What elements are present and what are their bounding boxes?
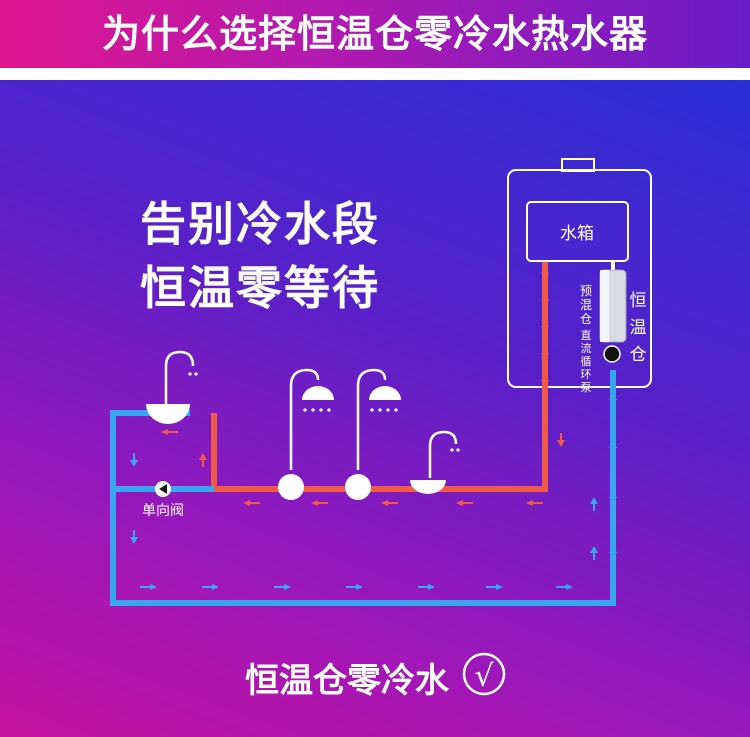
check-valve-label: 单向阀 bbox=[142, 503, 184, 519]
slogan-line-2: 恒温零等待 bbox=[140, 261, 380, 315]
chamber-char-1: 恒 bbox=[630, 291, 647, 311]
faucet-1-spout bbox=[164, 350, 195, 404]
check-mark: √ bbox=[474, 659, 494, 694]
pump-char-1: 直 bbox=[581, 328, 592, 342]
pump-char-5: 泵 bbox=[581, 381, 592, 394]
shower-1-pipe bbox=[289, 368, 320, 470]
drop-icon bbox=[188, 372, 192, 376]
chamber-highlight bbox=[600, 270, 609, 342]
main-panel bbox=[0, 80, 750, 737]
premix-char-1: 预 bbox=[580, 284, 592, 298]
shower-2-head-icon bbox=[369, 386, 401, 400]
water-tank-label: 水箱 bbox=[560, 224, 594, 244]
shower-2-drops bbox=[370, 408, 398, 412]
premix-char-2: 混 bbox=[580, 298, 592, 312]
chamber-char-2: 温 bbox=[630, 318, 647, 338]
header-bar bbox=[0, 0, 750, 68]
premix-char-3: 仓 bbox=[580, 312, 592, 326]
drop-icon bbox=[456, 448, 460, 452]
chamber-char-3: 仓 bbox=[630, 345, 647, 365]
shower-1-head-icon bbox=[302, 386, 334, 400]
sink-1-icon bbox=[146, 404, 190, 424]
footer-text: 恒温仓零冷水 bbox=[245, 661, 449, 701]
slogan-line-1: 告别冷水段 bbox=[140, 197, 380, 251]
water-heater bbox=[507, 169, 652, 388]
shower-1-drops bbox=[303, 408, 331, 412]
check-valve-arrow-icon bbox=[159, 484, 167, 494]
cold-flow-arrows bbox=[130, 393, 617, 590]
shower-2-pipe bbox=[356, 368, 387, 470]
water-tank bbox=[526, 201, 629, 262]
pump-char-3: 循 bbox=[581, 355, 592, 368]
page-title: 为什么选择恒温仓零冷水热水器 bbox=[101, 12, 648, 56]
header: 为什么选择恒温仓零冷水热水器 bbox=[0, 0, 750, 72]
premix-label-group: 预 混 仓 直 流 循 环 泵 恒 温 仓 bbox=[580, 284, 647, 394]
drop-icon bbox=[450, 448, 454, 452]
drop-icon bbox=[194, 372, 198, 376]
sink-2-icon bbox=[410, 480, 446, 494]
return-water-pipe bbox=[110, 370, 616, 606]
shower-1-junction bbox=[278, 474, 304, 500]
pump-char-4: 环 bbox=[581, 368, 592, 381]
shower-2-junction bbox=[345, 474, 371, 500]
cold-flow-arrow-tails bbox=[133, 453, 595, 588]
pump-char-2: 流 bbox=[581, 341, 592, 355]
circulation-pump bbox=[603, 345, 621, 363]
hot-flow-arrow-tails bbox=[168, 431, 562, 504]
faucet-2-spout bbox=[428, 430, 458, 478]
hot-water-pipe bbox=[211, 262, 548, 492]
check-circle-icon bbox=[462, 652, 506, 696]
hot-flow-arrows bbox=[161, 272, 565, 506]
